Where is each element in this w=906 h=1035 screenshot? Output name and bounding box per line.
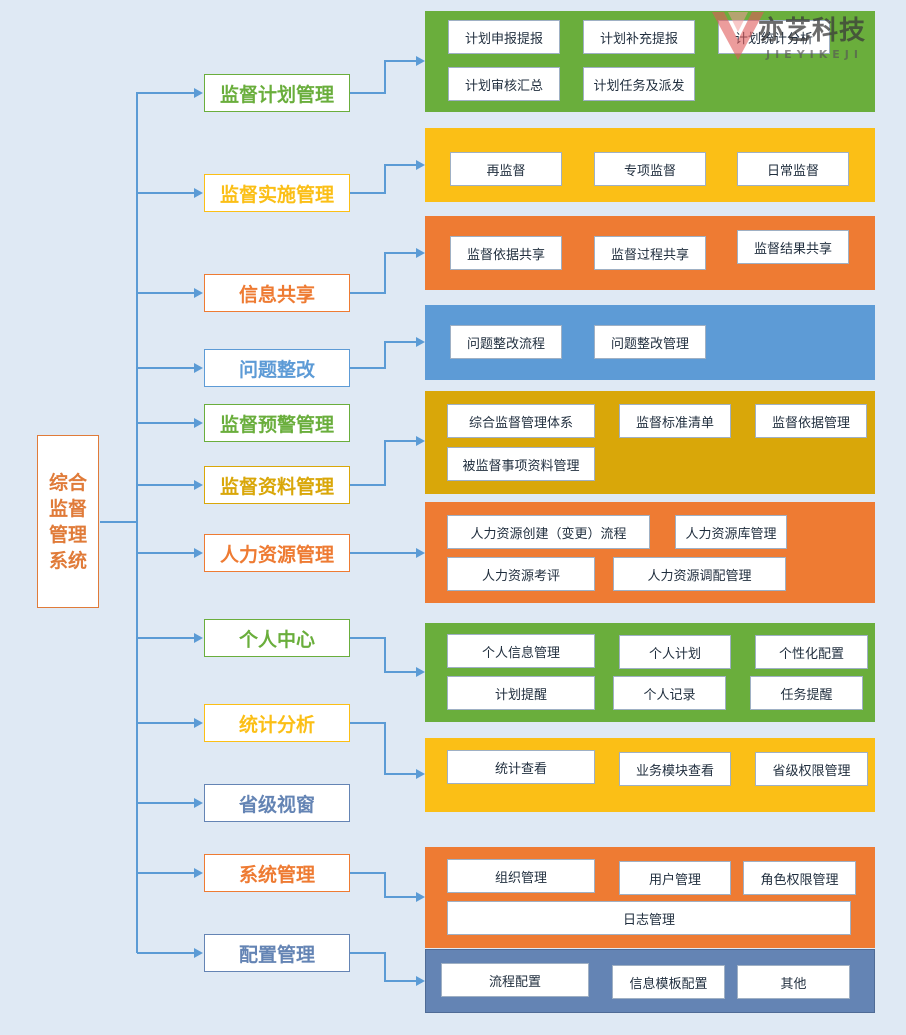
- item-org-management[interactable]: 组织管理: [447, 859, 595, 893]
- category-info-sharing[interactable]: 信息共享: [204, 274, 350, 312]
- item-re-supervision[interactable]: 再监督: [450, 152, 562, 186]
- panel-connector: [350, 637, 416, 673]
- item-hr-evaluation[interactable]: 人力资源考评: [447, 557, 595, 591]
- category-config-management[interactable]: 配置管理: [204, 934, 350, 972]
- panel-connector: [350, 872, 416, 898]
- item-result-sharing[interactable]: 监督结果共享: [737, 230, 849, 264]
- category-materials-management[interactable]: 监督资料管理: [204, 466, 350, 504]
- category-warning-management[interactable]: 监督预警管理: [204, 404, 350, 442]
- item-province-permission[interactable]: 省级权限管理: [755, 752, 868, 786]
- category-statistics[interactable]: 统计分析: [204, 704, 350, 742]
- arrow-icon: [416, 892, 425, 902]
- arrow-icon: [194, 718, 203, 728]
- item-plan-tasks[interactable]: 计划任务及派发: [583, 67, 695, 101]
- item-module-view[interactable]: 业务模块查看: [619, 752, 731, 786]
- item-personalization[interactable]: 个性化配置: [755, 635, 868, 669]
- panel-connector: [350, 60, 416, 94]
- arrow-icon: [194, 868, 203, 878]
- arrow-icon: [194, 480, 203, 490]
- panel-connector: [350, 341, 416, 369]
- company-logo: 亦艺科技 JIEYIKEJI: [708, 4, 906, 64]
- item-log-management[interactable]: 日志管理: [447, 901, 851, 935]
- arrow-icon: [416, 769, 425, 779]
- panel-problem-rectification: 问题整改流程 问题整改管理: [425, 305, 875, 380]
- category-supervision-implementation[interactable]: 监督实施管理: [204, 174, 350, 212]
- panel-personal-center: 个人信息管理 个人计划 个性化配置 计划提醒 个人记录 任务提醒: [425, 623, 875, 722]
- category-system-management[interactable]: 系统管理: [204, 854, 350, 892]
- item-template-config[interactable]: 信息模板配置: [612, 965, 725, 999]
- item-other[interactable]: 其他: [737, 965, 850, 999]
- panel-materials-management: 综合监督管理体系 监督标准清单 监督依据管理 被监督事项资料管理: [425, 391, 875, 494]
- item-plan-supplement[interactable]: 计划补充提报: [583, 20, 695, 54]
- item-management-system[interactable]: 综合监督管理体系: [447, 404, 595, 438]
- item-task-reminder[interactable]: 任务提醒: [750, 676, 863, 710]
- arrow-icon: [194, 548, 203, 558]
- arrow-icon: [416, 337, 425, 347]
- arrow-icon: [416, 160, 425, 170]
- item-basis-management[interactable]: 监督依据管理: [755, 404, 867, 438]
- item-hr-allocation[interactable]: 人力资源调配管理: [613, 557, 786, 591]
- arrow-icon: [194, 633, 203, 643]
- category-province-window[interactable]: 省级视窗: [204, 784, 350, 822]
- logo-mark-icon: [712, 12, 764, 60]
- item-daily-supervision[interactable]: 日常监督: [737, 152, 849, 186]
- arrow-icon: [416, 248, 425, 258]
- panel-connector: [350, 952, 416, 982]
- panel-connector: [350, 440, 416, 486]
- arrow-icon: [416, 667, 425, 677]
- item-personal-record[interactable]: 个人记录: [613, 676, 726, 710]
- arrow-icon: [194, 288, 203, 298]
- arrow-icon: [194, 88, 203, 98]
- item-plan-declaration[interactable]: 计划申报提报: [448, 20, 560, 54]
- item-role-permission[interactable]: 角色权限管理: [743, 861, 856, 895]
- item-statistics-view[interactable]: 统计查看: [447, 750, 595, 784]
- arrow-icon: [416, 56, 425, 66]
- panel-config-management: 流程配置 信息模板配置 其他: [425, 949, 875, 1013]
- panel-supervision-plan: 计划申报提报 计划补充提报 计划统计分析 计划审核汇总 计划任务及派发: [425, 11, 875, 112]
- arrow-icon: [194, 418, 203, 428]
- item-personal-info[interactable]: 个人信息管理: [447, 634, 595, 668]
- item-flow-config[interactable]: 流程配置: [441, 963, 589, 997]
- item-rectification-management[interactable]: 问题整改管理: [594, 325, 706, 359]
- category-hr-management[interactable]: 人力资源管理: [204, 534, 350, 572]
- category-supervision-plan[interactable]: 监督计划管理: [204, 74, 350, 112]
- item-plan-reminder[interactable]: 计划提醒: [447, 676, 595, 710]
- panel-system-management: 组织管理 用户管理 角色权限管理 日志管理: [425, 847, 875, 948]
- item-basis-sharing[interactable]: 监督依据共享: [450, 236, 562, 270]
- item-user-management[interactable]: 用户管理: [619, 861, 731, 895]
- item-plan-review[interactable]: 计划审核汇总: [448, 67, 560, 101]
- item-supervised-materials[interactable]: 被监督事项资料管理: [447, 447, 595, 481]
- panel-connector: [350, 164, 416, 194]
- item-process-sharing[interactable]: 监督过程共享: [594, 236, 706, 270]
- panel-supervision-implementation: 再监督 专项监督 日常监督: [425, 128, 875, 202]
- arrow-icon: [416, 976, 425, 986]
- panel-info-sharing: 监督依据共享 监督过程共享 监督结果共享: [425, 216, 875, 290]
- category-personal-center[interactable]: 个人中心: [204, 619, 350, 657]
- panel-statistics: 统计查看 业务模块查看 省级权限管理: [425, 738, 875, 812]
- item-rectification-flow[interactable]: 问题整改流程: [450, 325, 562, 359]
- logo-text: 亦艺科技: [758, 16, 867, 46]
- root-node: 综合监督管理系统: [37, 435, 99, 608]
- category-problem-rectification[interactable]: 问题整改: [204, 349, 350, 387]
- item-hr-pool[interactable]: 人力资源库管理: [675, 515, 787, 549]
- item-personal-plan[interactable]: 个人计划: [619, 635, 731, 669]
- item-standard-list[interactable]: 监督标准清单: [619, 404, 731, 438]
- logo-subtext: JIEYIKEJI: [766, 48, 863, 61]
- panel-hr-management: 人力资源创建（变更）流程 人力资源库管理 人力资源考评 人力资源调配管理: [425, 502, 875, 603]
- item-special-supervision[interactable]: 专项监督: [594, 152, 706, 186]
- arrow-icon: [194, 948, 203, 958]
- arrow-icon: [416, 436, 425, 446]
- panel-connector: [350, 252, 416, 294]
- panel-connector: [350, 722, 416, 775]
- item-hr-create-flow[interactable]: 人力资源创建（变更）流程: [447, 515, 650, 549]
- arrow-icon: [194, 188, 203, 198]
- arrow-icon: [194, 363, 203, 373]
- arrow-icon: [416, 548, 425, 558]
- arrow-icon: [194, 798, 203, 808]
